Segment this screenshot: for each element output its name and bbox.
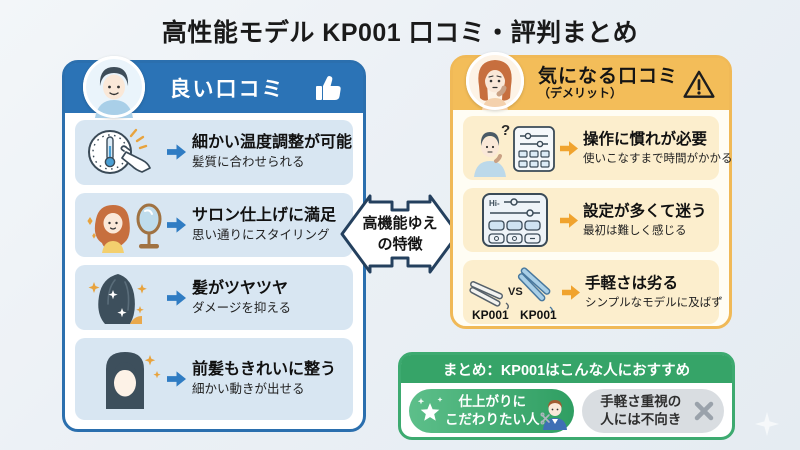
summary-panel: まとめ：KP001はこんな人におすすめ 仕上がりに こだわりたい人 [398,352,735,440]
good-item-salon: サロン仕上げに満足 思い通りにスタイリング [75,192,353,258]
iron-right-label: KP001 [520,308,557,321]
good-item-title: 髪がツヤツヤ [192,279,289,297]
star-icon [417,397,443,421]
sparkle-icon [754,411,780,442]
concern-item-sub: 最初は難しく感じる [583,224,687,237]
concern-item-title: 手軽さは劣る [585,275,679,293]
good-item-shine: 髪がツヤツヤ ダメージを抑える [75,265,353,330]
feature-arrow-line1: 高機能ゆえ [362,215,438,232]
woman-avatar-icon [466,52,524,110]
man-avatar [83,56,145,118]
blue-arrow-icon [167,289,187,306]
good-item-bangs: 前髪もきれいに整う 細かい動きが出せる [75,337,353,421]
blue-arrow-icon [167,371,187,387]
good-reviews-panel: 良い口コミ [62,56,366,432]
concern-reviews-header: 気になる口コミ （デメリット） [453,52,729,110]
concern-item-convenience: VS KP001 KP001 手軽さは劣る シンプルなモデ [463,260,723,324]
concern-reviews-subtitle: （デメリット） [537,86,622,101]
concern-items-list: ? 操作に慣れが必要 使いこなすまで時間がかかる [463,116,733,324]
woman-mirror-icon [81,197,167,253]
feature-arrow-line2: の特徴 [377,236,423,253]
vs-label: VS [508,286,523,298]
page-title: 高性能モデル KP001 口コミ・評判まとめ [161,19,639,47]
good-item-title: サロン仕上げに満足 [192,207,337,225]
thumbs-up-icon [313,72,347,109]
thermometer-hand-icon [81,126,167,178]
good-items-list: 細かい温度調整が可能 髪質に合わせられる [75,120,353,421]
panel-label: Hi- [489,199,500,208]
hairdresser-icon [540,400,567,430]
control-panel-icon: Hi- [468,191,560,249]
blue-arrow-icon [167,217,187,233]
recommended-pill: 仕上がりに こだわりたい人 [409,389,574,433]
recommended-line2: こだわりたい人 [445,412,540,427]
man-avatar-icon [83,56,145,118]
orange-arrow-icon [562,284,580,300]
good-item-title: 細かい温度調整が可能 [192,134,353,152]
not-recommended-pill: 手軽さ重視の 人には不向き [581,389,724,433]
question-mark: ? [501,122,510,139]
summary-pills: 仕上がりに こだわりたい人 手軽さ重視の 人には不向き [401,383,732,433]
shiny-hair-icon [81,270,167,326]
good-item-sub: 髪質に合わせられる [192,155,305,170]
summary-header: まとめ：KP001はこんな人におすすめ [401,355,732,383]
woman-avatar [466,52,524,110]
good-item-sub: 思い通りにスタイリング [192,228,330,243]
irons-vs-icon: VS KP001 KP001 [468,263,562,321]
good-reviews-header: 良い口コミ [65,56,363,118]
concern-reviews-panel: 気になる口コミ （デメリット） [450,52,733,329]
good-item-sub: 細かい動きが出せる [192,382,305,397]
confused-man-settings-icon: ? [468,119,560,177]
good-item-sub: ダメージを抑える [192,300,292,315]
good-reviews-title: 良い口コミ [169,78,285,101]
bangs-hair-icon [81,347,167,411]
orange-arrow-icon [560,140,578,156]
iron-left-label: KP001 [472,308,509,321]
orange-arrow-icon [560,212,578,228]
feature-arrow: 高機能ゆえ の特徴 [340,184,460,284]
not-recommended-line2: 人には不向き [600,412,682,427]
concern-item-settings: Hi- [463,188,719,252]
good-item-title: 前髪もきれいに整う [192,361,337,379]
concern-item-title: 操作に慣れが必要 [583,131,708,149]
concern-item-sub: シンプルなモデルに及ばず [585,296,723,309]
warning-icon [681,68,717,106]
x-icon [694,401,714,421]
good-item-temperature: 細かい温度調整が可能 髪質に合わせられる [75,120,353,185]
recommended-line1: 仕上がりに [458,394,527,410]
concern-item-learning: ? 操作に慣れが必要 使いこなすまで時間がかかる [463,116,733,180]
not-recommended-line1: 手軽さ重視の [600,394,682,410]
concern-item-title: 設定が多くて迷う [583,203,707,221]
concern-reviews-title: 気になる口コミ [537,66,678,88]
concern-item-sub: 使いこなすまで時間がかかる [583,152,733,165]
blue-arrow-icon [167,144,187,160]
